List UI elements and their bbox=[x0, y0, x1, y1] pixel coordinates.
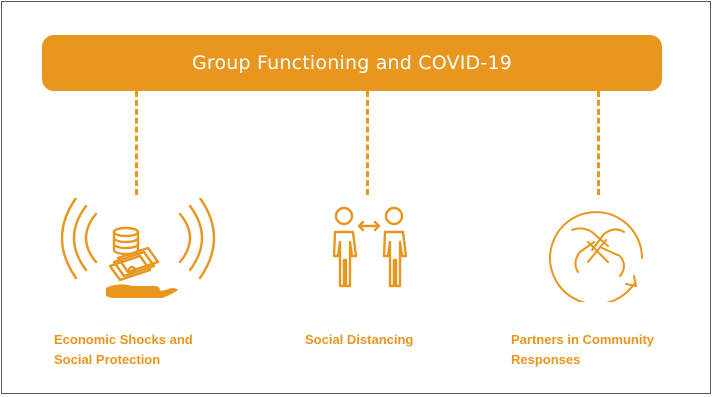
caption-distancing: Social Distancing bbox=[305, 330, 413, 350]
title-banner: Group Functioning and COVID-19 bbox=[42, 35, 662, 91]
caption-economic-line1: Economic Shocks and bbox=[54, 332, 193, 347]
connector-distancing bbox=[366, 91, 369, 195]
caption-partners-line1: Partners in Community bbox=[511, 332, 655, 347]
caption-economic-line2: Social Protection bbox=[54, 352, 161, 367]
caption-distancing-line1: Social Distancing bbox=[305, 332, 414, 347]
caption-economic: Economic Shocks and Social Protection bbox=[54, 330, 193, 370]
banner-title: Group Functioning and COVID-19 bbox=[191, 52, 513, 74]
two-people-distance-icon bbox=[332, 206, 408, 288]
joined-hands-circle-icon bbox=[549, 211, 643, 302]
money-hand-signal-icon bbox=[60, 198, 216, 298]
connector-economic bbox=[135, 91, 138, 195]
caption-partners: Partners in Community Responses bbox=[511, 330, 654, 370]
caption-partners-line2: Responses bbox=[511, 352, 581, 367]
connector-partners bbox=[597, 91, 600, 195]
